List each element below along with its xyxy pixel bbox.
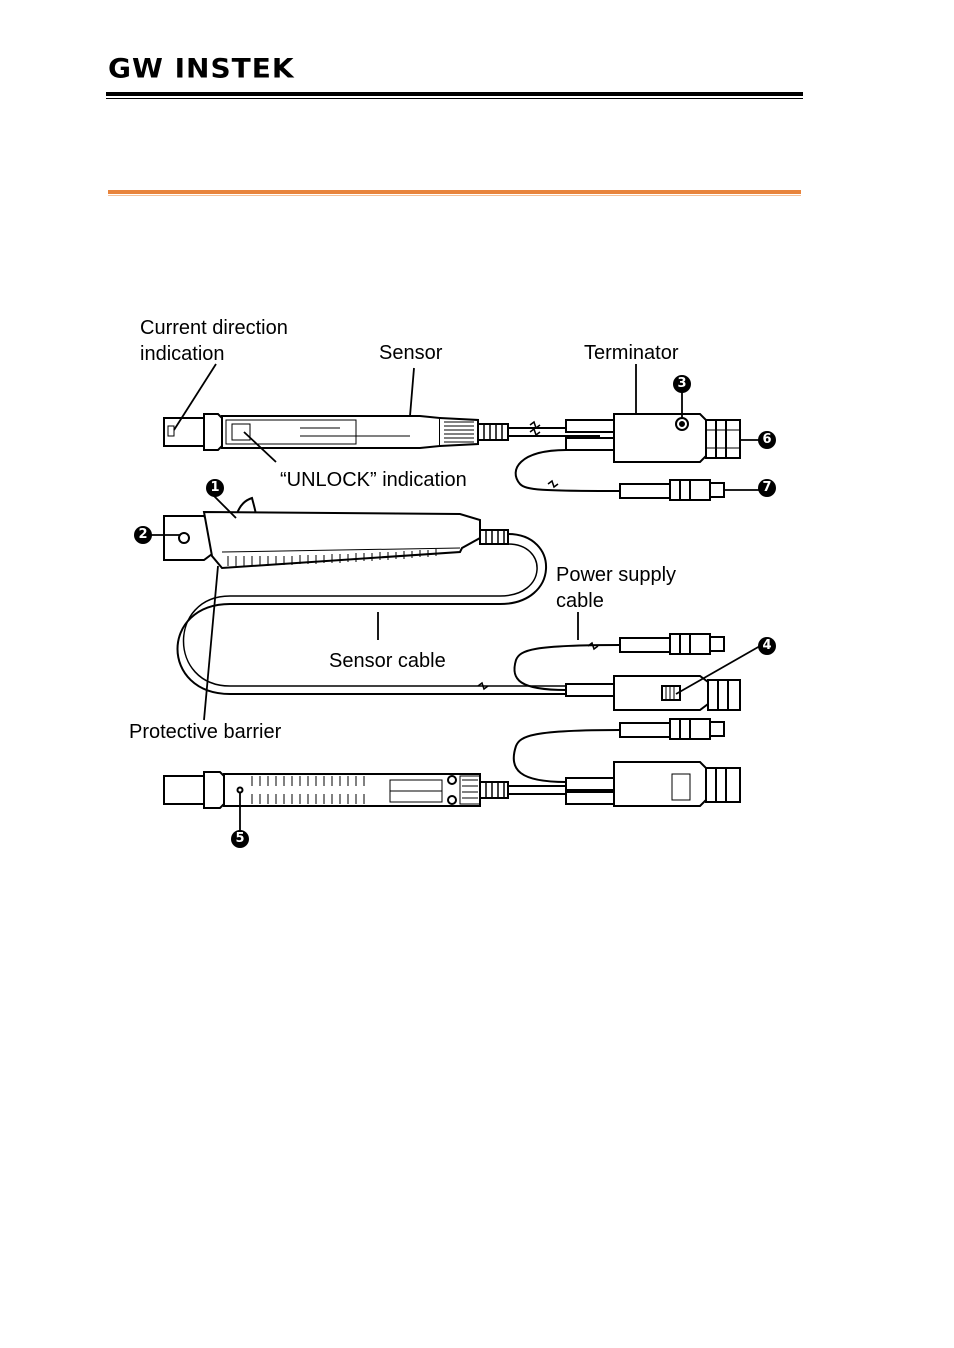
label-current-direction-1: Current direction bbox=[140, 315, 288, 341]
terminator-middle bbox=[566, 676, 740, 710]
terminator-bottom bbox=[566, 762, 740, 806]
label-power-supply-2: cable bbox=[556, 588, 604, 614]
label-sensor: Sensor bbox=[379, 340, 442, 366]
sensor-top bbox=[164, 414, 600, 450]
callout-1: 1 bbox=[206, 479, 224, 497]
sensor-middle bbox=[164, 498, 508, 568]
callout-4: 4 bbox=[758, 637, 776, 655]
callout-6: 6 bbox=[758, 431, 776, 449]
callout-2: 2 bbox=[134, 526, 152, 544]
label-sensor-cable: Sensor cable bbox=[329, 648, 446, 674]
callout-3: 3 bbox=[673, 375, 691, 393]
terminator-top bbox=[566, 414, 740, 462]
label-protective-barrier: Protective barrier bbox=[129, 719, 281, 745]
callout-5: 5 bbox=[231, 830, 249, 848]
sensor-bottom bbox=[164, 772, 566, 808]
label-unlock: “UNLOCK” indication bbox=[280, 467, 467, 493]
label-terminator: Terminator bbox=[584, 340, 678, 366]
label-power-supply-1: Power supply bbox=[556, 562, 676, 588]
callout-7: 7 bbox=[758, 479, 776, 497]
label-current-direction-2: indication bbox=[140, 341, 225, 367]
